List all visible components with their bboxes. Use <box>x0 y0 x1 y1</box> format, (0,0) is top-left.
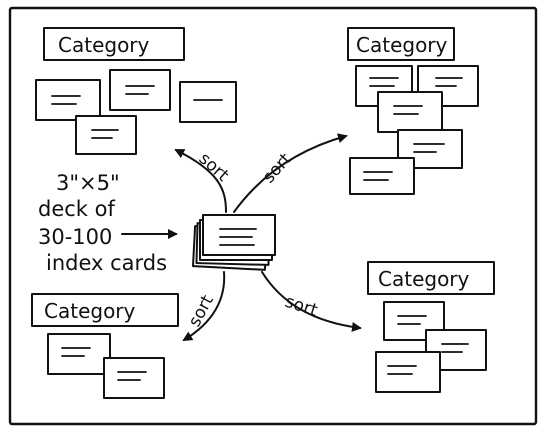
category-label: Category <box>378 267 470 291</box>
source-line-3: 30-100 <box>38 225 112 249</box>
category-label: Category <box>356 33 448 57</box>
category-group-top-right: Category <box>347 27 479 195</box>
sort-label-top-left: sort <box>195 149 233 186</box>
index-card <box>103 357 165 399</box>
index-card <box>75 115 137 155</box>
index-card <box>109 69 171 111</box>
sort-arrow-top-left <box>174 149 227 213</box>
sort-label-bottom-left: sort <box>185 292 218 331</box>
source-label: 3"×5" deck of 30-100 index cards <box>38 171 167 275</box>
category-label: Category <box>44 299 136 323</box>
sort-label-bottom-right: sort <box>282 292 320 321</box>
category-label-box: Category <box>31 293 179 327</box>
category-group-bottom-left: Category <box>31 293 179 399</box>
source-line-1: 3"×5" <box>56 171 120 195</box>
category-label-box: Category <box>367 261 495 295</box>
source-line-2: deck of <box>38 197 115 221</box>
index-card <box>375 351 441 393</box>
card-deck <box>192 214 276 271</box>
category-label-box: Category <box>43 27 185 61</box>
source-line-4: index cards <box>46 251 167 275</box>
category-label-box: Category <box>347 27 455 61</box>
sort-label-top-right: sort <box>259 149 296 187</box>
category-group-bottom-right: Category <box>367 261 495 393</box>
category-label: Category <box>58 33 150 57</box>
frame <box>8 6 538 426</box>
category-group-top-left: Category <box>35 27 237 155</box>
index-card <box>35 79 101 121</box>
index-card <box>377 91 443 133</box>
sort-arrow-bottom-left <box>182 271 226 342</box>
sort-arrow-top-right <box>233 133 348 213</box>
index-card <box>179 81 237 123</box>
index-card <box>47 333 111 375</box>
sort-arrow-bottom-right <box>261 271 362 332</box>
index-card <box>349 157 415 195</box>
